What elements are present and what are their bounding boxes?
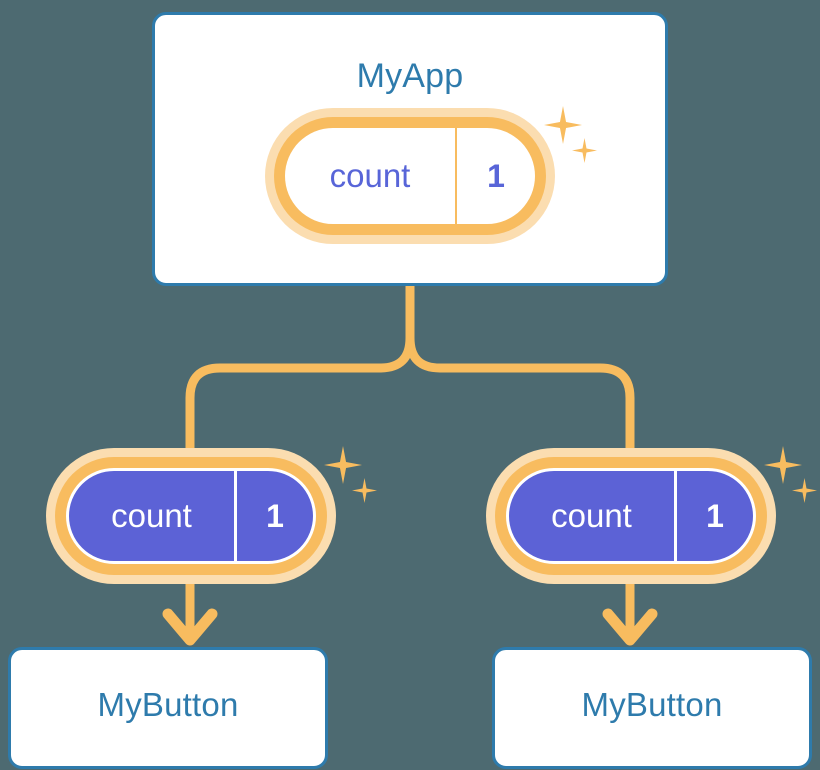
state-pill-key: count (69, 471, 237, 561)
state-pill-value: 1 (487, 157, 505, 194)
component-label-mybutton-left: MyButton (97, 686, 239, 723)
state-pill-key: count (285, 128, 457, 224)
state-pill-child-left[interactable]: count 1 (46, 448, 336, 584)
component-card-mybutton-left[interactable]: MyButton (8, 647, 328, 769)
state-pill-key: count (509, 471, 677, 561)
component-label-mybutton-right: MyButton (581, 686, 723, 723)
state-pill-body: count 1 (66, 468, 316, 564)
sparkle-icon (352, 478, 377, 503)
sparkle-icon (792, 478, 817, 503)
arrow-down-icon-left (162, 573, 218, 646)
state-pill-body: count 1 (506, 468, 756, 564)
component-label-myapp: MyApp (356, 57, 464, 95)
connector-root-to-left (185, 281, 415, 457)
component-card-mybutton-right[interactable]: MyButton (492, 647, 812, 769)
connector-root-to-right (405, 281, 635, 457)
state-pill-root[interactable]: count 1 (265, 108, 555, 244)
state-pill-body: count 1 (285, 128, 535, 224)
state-pill-value: 1 (266, 497, 284, 534)
state-pill-value: 1 (706, 497, 724, 534)
arrow-down-icon-right (602, 573, 658, 646)
state-pill-child-right[interactable]: count 1 (486, 448, 776, 584)
